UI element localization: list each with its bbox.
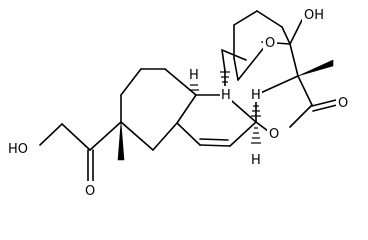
bond: [256, 10, 283, 28]
wedge-bond: [297, 59, 334, 77]
label-background: [336, 93, 350, 110]
label-background: [83, 181, 97, 198]
bond: [297, 75, 313, 106]
label-background: [263, 33, 277, 50]
label-background: [6, 139, 32, 156]
label-background: [267, 124, 281, 141]
bond: [229, 121, 257, 147]
hydrogen-label: H: [251, 153, 261, 168]
bond: [221, 49, 226, 72]
molecule-structure-diagram: OH O H H H O O H HO O: [6, 5, 350, 198]
bond: [233, 10, 258, 26]
bond: [61, 123, 91, 151]
bond: [233, 57, 239, 81]
label-background: [188, 66, 200, 82]
bond: [312, 104, 338, 112]
wedge-bond: [117, 121, 125, 161]
bond: [199, 144, 231, 147]
lactone-oxygen-label: O: [269, 127, 279, 142]
bond: [120, 68, 142, 96]
hydrogen-label: H: [251, 88, 261, 103]
hydroxyl-label: OH: [304, 8, 324, 23]
bond: [164, 68, 197, 96]
bond: [311, 99, 337, 107]
ring-oxygen-label: O: [265, 36, 275, 51]
structure-canvas: OH O H H H O O H HO O: [6, 5, 350, 198]
bond: [176, 94, 197, 124]
bond: [152, 122, 178, 151]
hydroxyl-label: HO: [8, 142, 28, 157]
label-background: [250, 150, 262, 167]
bond: [120, 121, 154, 151]
bond: [289, 19, 303, 45]
label-background: [250, 86, 262, 102]
label-background: [302, 5, 324, 22]
bond: [199, 138, 229, 141]
bond: [89, 121, 122, 151]
label-background: [220, 86, 232, 103]
hydrogen-label: H: [221, 88, 231, 103]
bond: [281, 26, 291, 45]
bond: [289, 43, 299, 77]
carbonyl-oxygen-label: O: [338, 96, 348, 111]
bond: [39, 123, 63, 146]
bond: [221, 49, 247, 61]
hydrogen-label: H: [189, 68, 199, 83]
bond: [255, 121, 269, 132]
ketone-oxygen-label: O: [85, 184, 95, 198]
bond: [255, 75, 299, 96]
bond: [289, 104, 313, 128]
bond: [176, 122, 201, 146]
